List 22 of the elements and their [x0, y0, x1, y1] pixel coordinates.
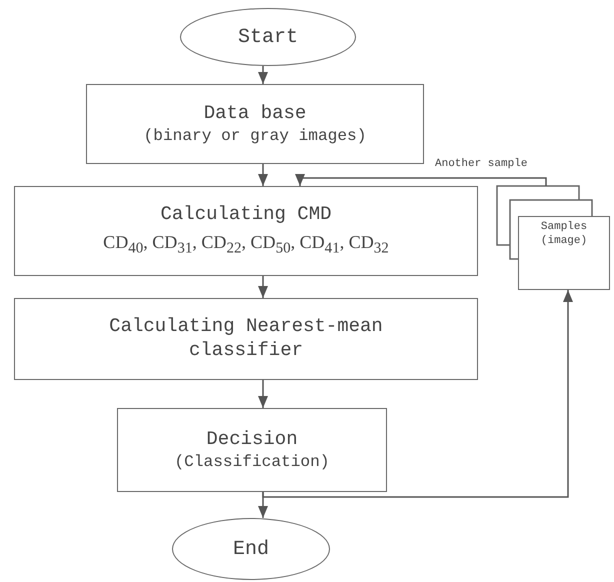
- arrow: [295, 174, 547, 186]
- process-box: [14, 298, 478, 380]
- arrow: [258, 164, 268, 186]
- node-text: CD$_{40}$, CD$_{31}$, CD$_{22}$, CD$_{50}$, CD$_{41}$, CD$_{32}$: [103, 231, 389, 259]
- node-text: Decision: [206, 428, 298, 452]
- arrow: [258, 66, 268, 84]
- node-text: Calculating CMD: [160, 203, 332, 228]
- node-text: Start: [238, 24, 298, 50]
- arrow: [258, 276, 268, 298]
- node-text: Calculating Nearest-mean classifier: [108, 315, 384, 363]
- node-text: (binary or gray images): [144, 126, 366, 146]
- process-box: [117, 408, 387, 492]
- process-box: [14, 186, 478, 276]
- node-text: End: [232, 536, 269, 562]
- stacked-document-box: [518, 216, 610, 290]
- edge-label: Another sample: [433, 158, 530, 170]
- node-text: (Classification): [174, 452, 330, 472]
- node-text: Data base: [204, 102, 306, 126]
- process-box: [86, 84, 424, 164]
- arrow: [258, 380, 268, 408]
- node-text: Samples (image): [540, 221, 588, 248]
- arrow: [262, 290, 573, 498]
